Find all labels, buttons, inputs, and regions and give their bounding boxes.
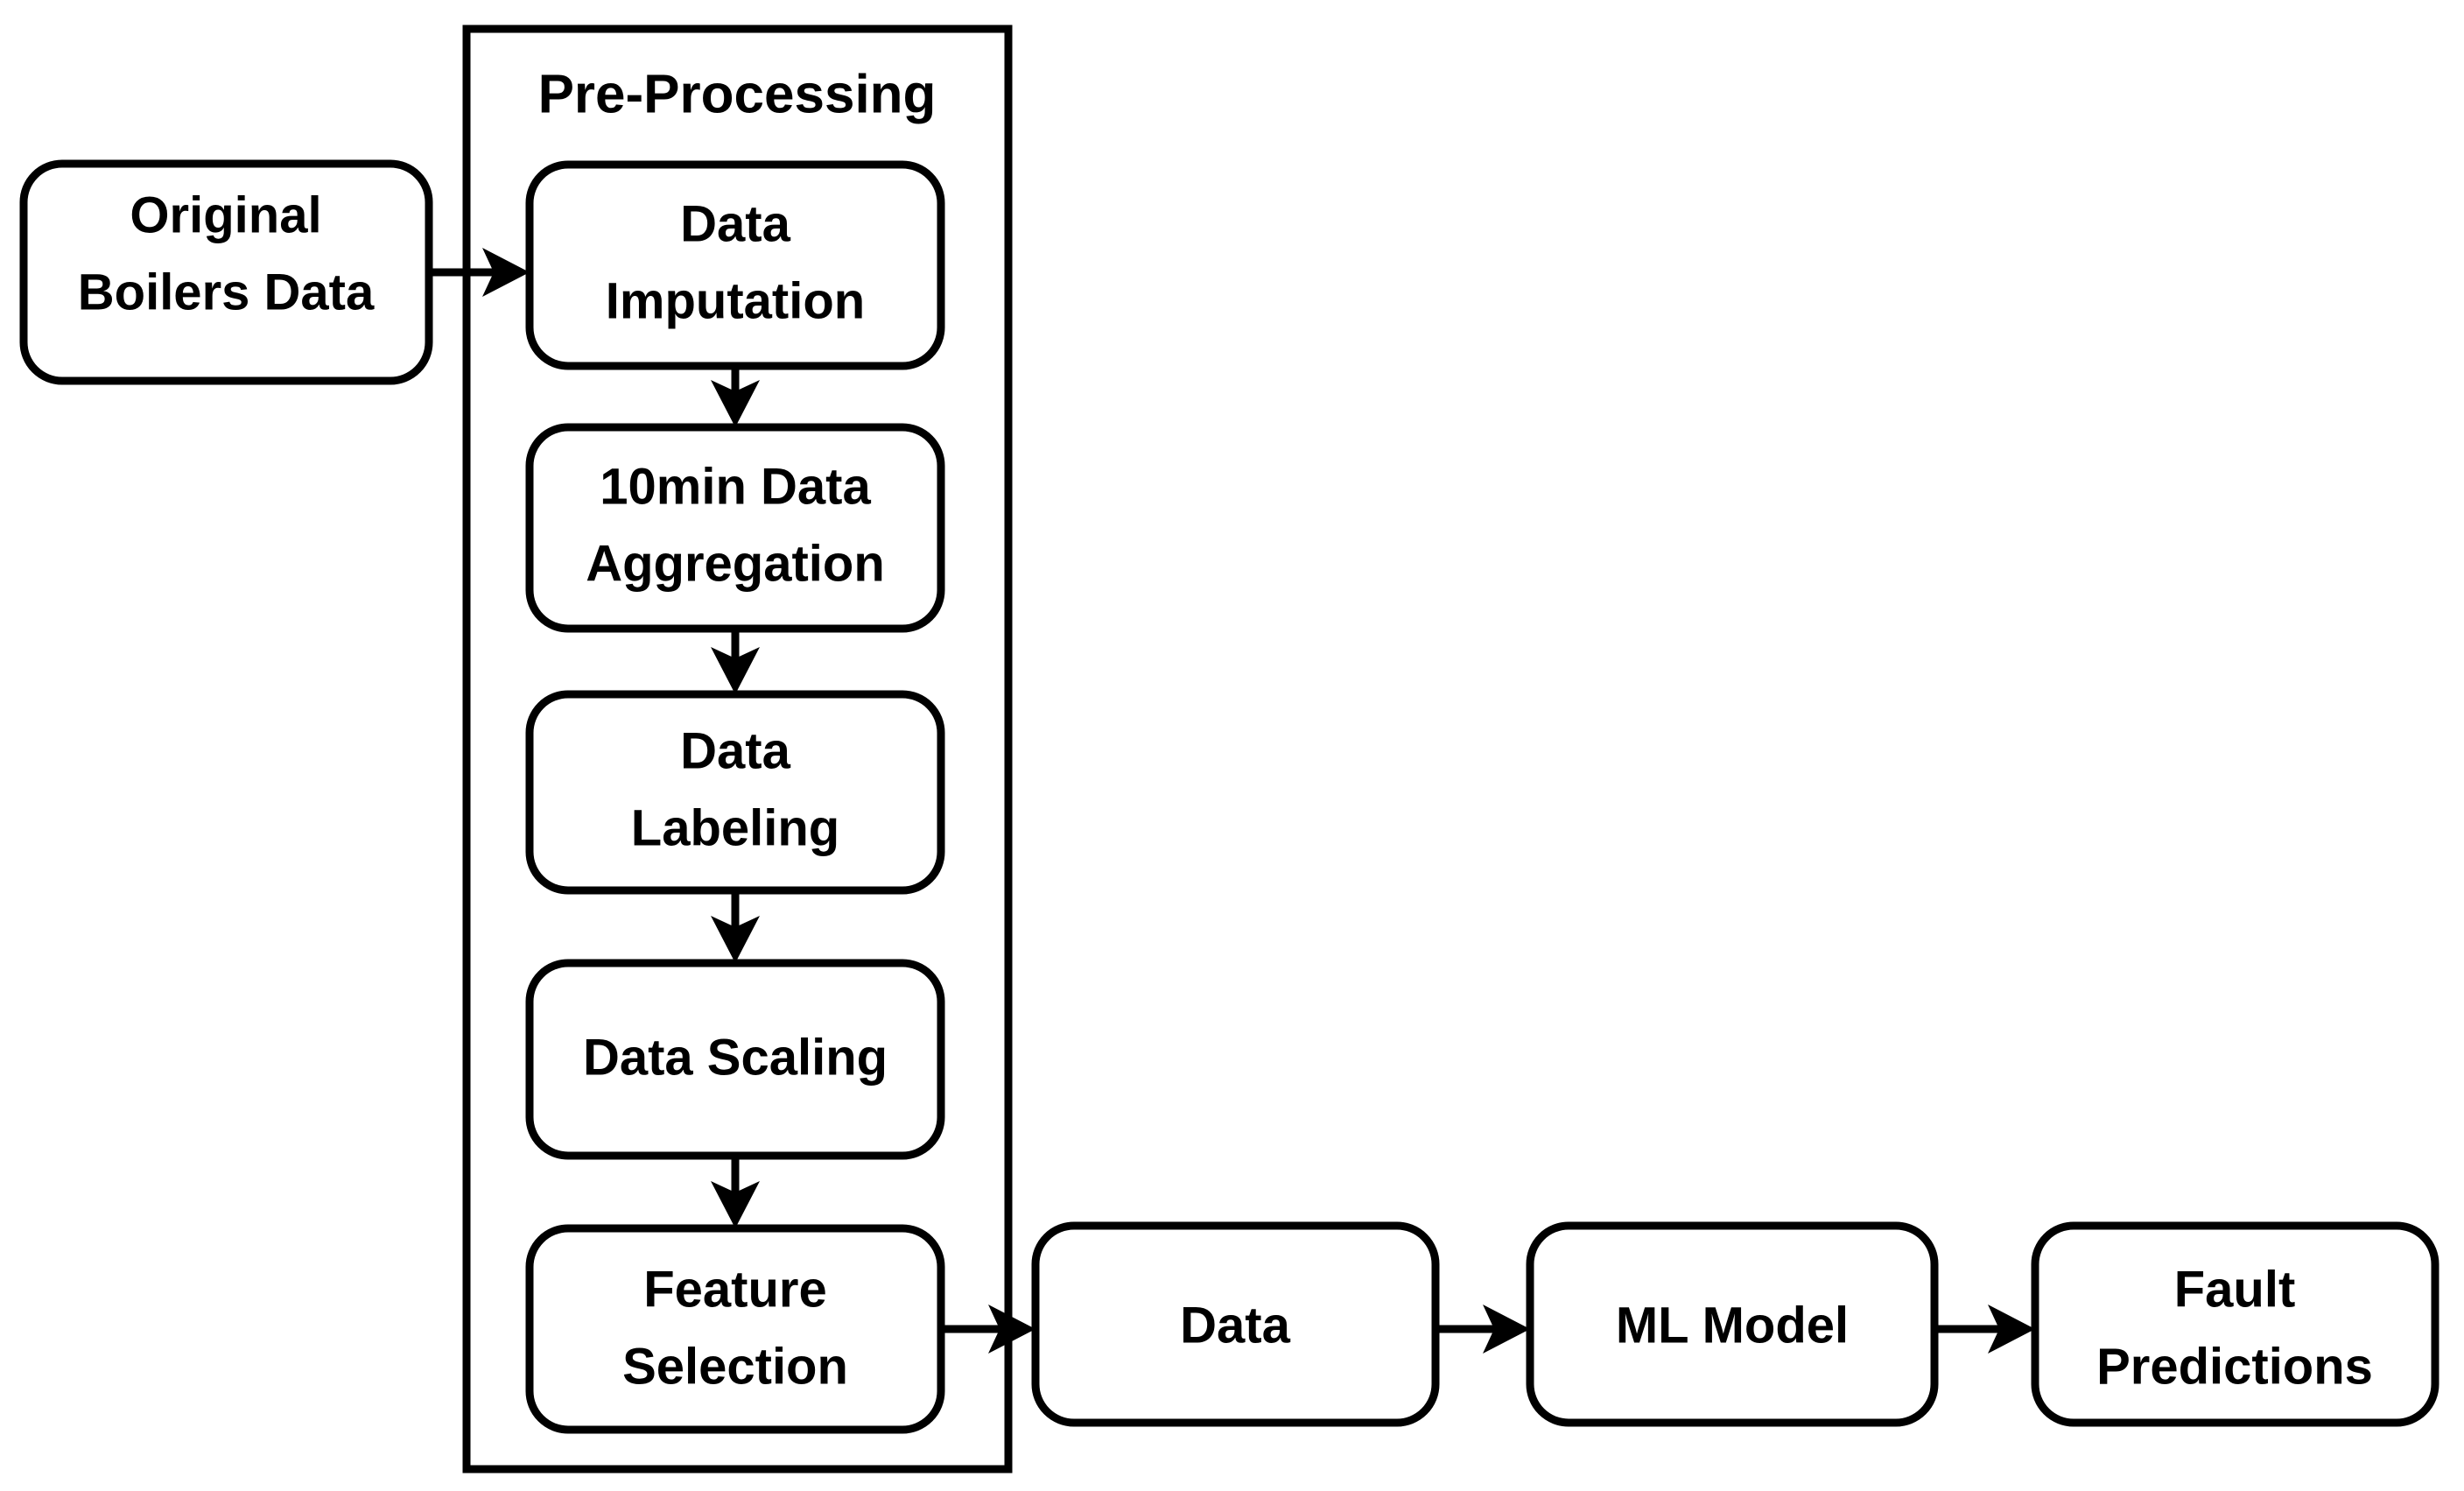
edge-labeling-to-scaling-arrowhead	[711, 916, 760, 963]
ml-model-box[interactable]	[1526, 1221, 1939, 1427]
fault-predictions-label-line-2: Predictions	[2096, 1338, 2373, 1395]
ml-model-label-line-1: ML Model	[1616, 1297, 1849, 1354]
edge-data-to-ml-model	[1436, 1305, 1530, 1354]
data-label-line-1: Data	[1180, 1297, 1290, 1354]
original-boilers-data-label-line-1: Original	[130, 186, 321, 243]
edge-aggregation-to-labeling	[711, 629, 760, 694]
edge-data-to-ml-model-arrowhead	[1483, 1305, 1530, 1354]
edge-feature-selection-to-data-arrowhead	[988, 1305, 1035, 1354]
node-data-labeling[interactable]: Data Labeling	[525, 690, 945, 895]
edge-imputation-to-aggregation-arrowhead	[711, 380, 760, 427]
data-box[interactable]	[1031, 1221, 1440, 1427]
fault-predictions-label-line-1: Fault	[2174, 1261, 2296, 1318]
data-imputation-label-line-1: Data	[680, 195, 790, 252]
pre-processing-group-border	[462, 25, 1013, 1473]
node-data-scaling[interactable]: Data Scaling	[525, 959, 945, 1160]
node-original-boilers-data[interactable]: Original Boilers Data	[19, 159, 433, 385]
edge-feature-selection-to-data	[941, 1305, 1035, 1354]
edge-imputation-to-aggregation	[711, 366, 760, 427]
data-scaling-label-line-1: Data Scaling	[583, 1029, 888, 1086]
node-data[interactable]: Data	[1031, 1221, 1440, 1427]
data-labeling-label-line-1: Data	[680, 722, 790, 779]
edge-original-to-imputation-arrowhead	[482, 248, 530, 297]
fault-predictions-box[interactable]	[2031, 1221, 2439, 1427]
edge-scaling-to-feature-selection-arrowhead	[711, 1181, 760, 1228]
node-fault-predictions[interactable]: Fault Predictions	[2031, 1221, 2439, 1427]
edge-scaling-to-feature-selection	[711, 1156, 760, 1228]
node-ten-min-data-aggregation[interactable]: 10min Data Aggregation	[525, 423, 945, 633]
feature-selection-label-line-1: Feature	[643, 1261, 827, 1318]
feature-selection-box[interactable]	[525, 1224, 945, 1434]
node-ml-model[interactable]: ML Model	[1526, 1221, 1939, 1427]
data-labeling-label-line-2: Labeling	[631, 799, 839, 856]
edge-ml-model-to-fault-predictions-arrowhead	[1988, 1305, 2035, 1354]
pre-processing-group-label: Pre-Processing	[538, 64, 937, 124]
node-feature-selection[interactable]: Feature Selection	[525, 1224, 945, 1434]
feature-selection-label-line-2: Selection	[622, 1338, 848, 1395]
ten-min-data-aggregation-label-line-2: Aggregation	[586, 535, 885, 592]
edge-ml-model-to-fault-predictions	[1934, 1305, 2035, 1354]
original-boilers-data-label-line-2: Boilers Data	[78, 264, 375, 320]
ten-min-data-aggregation-label-line-1: 10min Data	[600, 458, 871, 515]
edge-labeling-to-scaling	[711, 890, 760, 963]
edge-aggregation-to-labeling-arrowhead	[711, 647, 760, 694]
node-data-imputation[interactable]: Data Imputation	[525, 160, 945, 370]
edge-original-to-imputation	[429, 248, 530, 297]
data-imputation-label-line-2: Imputation	[606, 272, 865, 329]
